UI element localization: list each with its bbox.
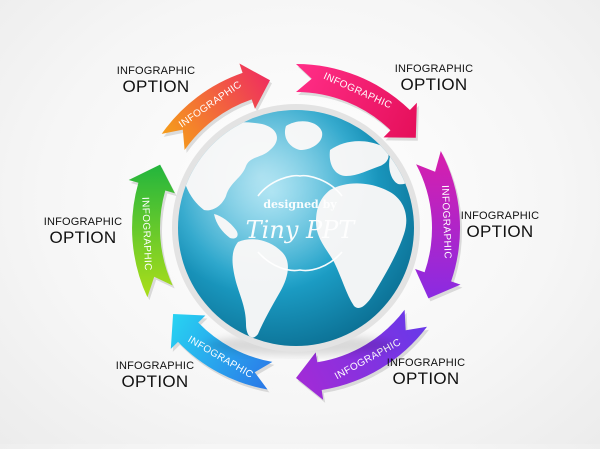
ribbon-shape <box>161 63 270 150</box>
watermark: designed by Tiny PPT <box>246 174 357 272</box>
option-label-bottom-right: INFOGRAPHIC OPTION <box>378 357 474 388</box>
option-label-top-left: INFOGRAPHIC OPTION <box>108 65 204 96</box>
option-label-small: INFOGRAPHIC <box>394 63 474 75</box>
option-label-small: INFOGRAPHIC <box>43 216 123 228</box>
option-label-big: OPTION <box>122 76 190 96</box>
ribbon-arrow-top-right: INFOGRAPHIC <box>296 64 419 141</box>
option-label-big: OPTION <box>121 371 189 391</box>
laurel-top <box>257 174 343 197</box>
ribbon-shape <box>170 314 273 390</box>
option-label-big: OPTION <box>49 227 117 247</box>
option-label-bottom-left: INFOGRAPHIC OPTION <box>107 360 203 391</box>
option-label-small: INFOGRAPHIC <box>116 65 196 77</box>
option-label-small: INFOGRAPHIC <box>460 210 540 222</box>
option-label-top-right: INFOGRAPHIC OPTION <box>386 63 482 94</box>
option-label-big: OPTION <box>392 368 460 388</box>
ribbon-arrow-bottom-left: INFOGRAPHIC <box>170 314 275 393</box>
ribbon-arrows: INFOGRAPHIC INFOGRAPHIC INFOGRAPHIC INFOGRA… <box>128 63 463 403</box>
ribbon-shape <box>128 164 175 298</box>
globe: designed by Tiny PPT <box>172 104 420 355</box>
option-label-left: INFOGRAPHIC OPTION <box>35 216 131 247</box>
watermark-line-1: designed by <box>263 198 337 211</box>
watermark-line-2: Tiny PPT <box>246 216 357 244</box>
option-label-right: INFOGRAPHIC OPTION <box>452 210 548 241</box>
option-label-small: INFOGRAPHIC <box>115 360 195 372</box>
option-label-big: OPTION <box>466 221 534 241</box>
ribbon-shape <box>296 309 427 400</box>
ribbon-label: INFOGRAPHIC <box>439 185 453 259</box>
globe-highlight <box>178 110 414 346</box>
ribbon-arrow-left: INFOGRAPHIC <box>128 164 177 301</box>
ribbon-label: INFOGRAPHIC <box>139 197 153 271</box>
ribbon-arrow-right: INFOGRAPHIC <box>415 151 463 302</box>
option-label-small: INFOGRAPHIC <box>386 357 466 369</box>
ribbon-shape <box>296 64 417 138</box>
option-label-big: OPTION <box>400 74 468 94</box>
ribbon-shape <box>415 151 461 299</box>
laurel-bottom <box>257 251 343 272</box>
